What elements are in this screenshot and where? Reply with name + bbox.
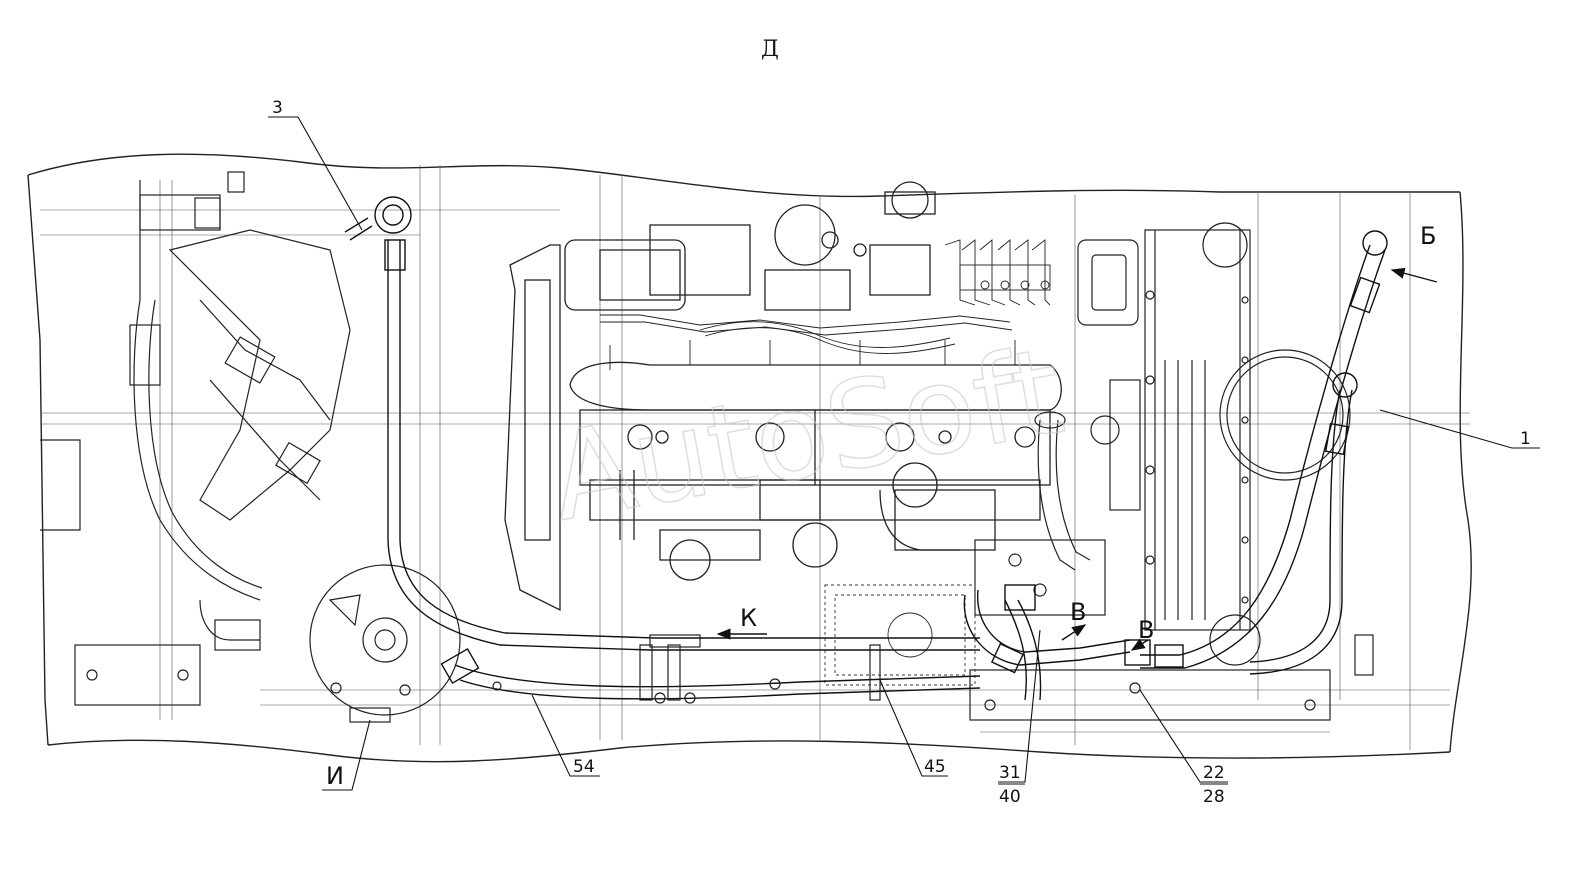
leader-lines [268,116,1540,791]
callout-1: 1 [1520,429,1531,449]
construction-lines [40,165,1470,750]
view-marker-b: Б [1420,222,1436,250]
view-marker-k: К [740,604,757,632]
callout-45: 45 [924,757,946,777]
view-marker-v-right: В [1138,616,1154,644]
view-arrows [716,267,1438,651]
lower-left-pulley [309,564,461,723]
left-pump-assembly [40,171,351,706]
watermark-text: AutoSoft [541,322,1073,548]
callout-3: 3 [272,98,283,118]
view-marker-i: И [326,762,344,790]
callout-28: 28 [1203,787,1225,807]
view-title: Д [761,37,779,62]
hose-clamps [492,634,1374,704]
dotted-tank-outline [824,584,976,686]
callout-40: 40 [999,787,1021,807]
callout-31: 31 [999,763,1021,783]
frame-outline [27,153,1472,763]
hose-54 [344,196,981,700]
radiator-fan-assembly [969,222,1351,721]
callout-54: 54 [573,757,595,777]
engine-block [504,181,1062,612]
callout-22: 22 [1203,763,1225,783]
injection-lines [600,239,1051,370]
view-marker-v-left: В [1070,598,1086,626]
